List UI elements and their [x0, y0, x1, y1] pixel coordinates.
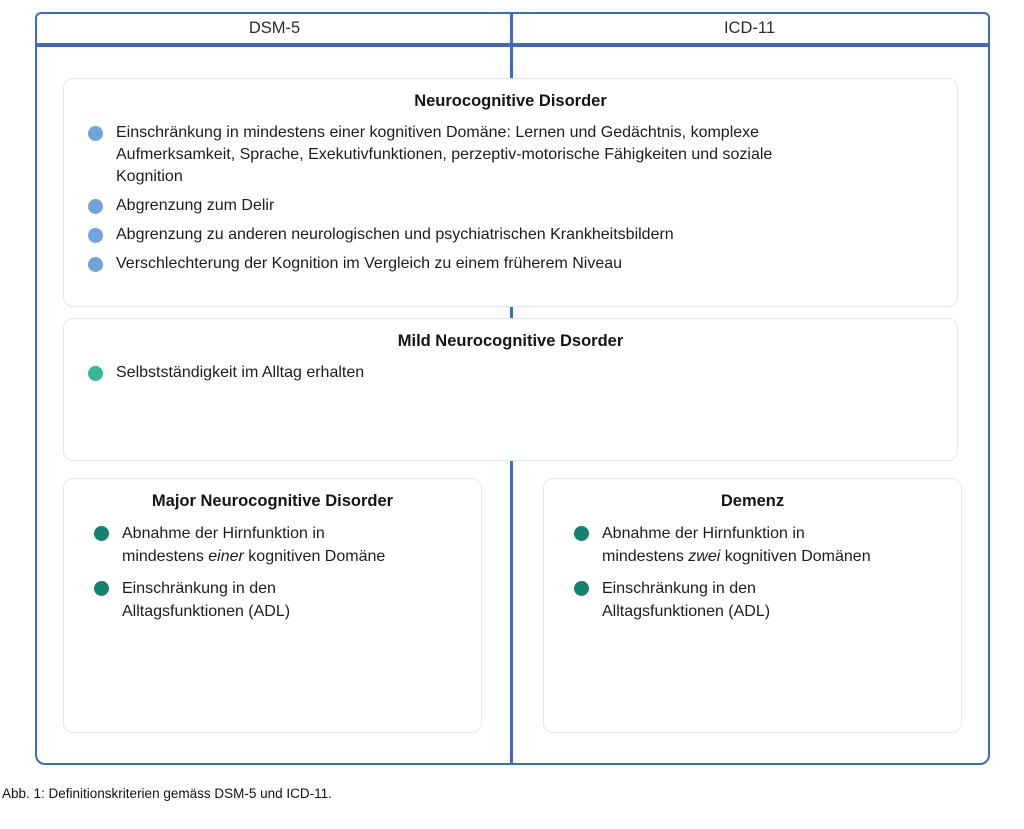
bullet-dot-icon [88, 198, 103, 214]
bullet-dot-icon [88, 365, 103, 381]
list-item: Selbstständigkeit im Alltag erhalten [88, 362, 931, 384]
criterion-text: Abgrenzung zum Delir [116, 197, 275, 214]
bullet-dot-icon [574, 525, 589, 541]
list-item: Abgrenzung zu anderen neurologischen und… [88, 224, 931, 246]
list-item: Abnahme der Hirnfunktion in mindestens e… [94, 522, 455, 568]
list-item: Einschränkung in den Alltagsfunktionen (… [574, 577, 935, 623]
header-icd11: ICD-11 [511, 12, 990, 45]
bullet-dot-icon [88, 125, 103, 141]
criteria-list: Einschränkung in mindestens einer kognit… [64, 122, 957, 275]
bullet-dot-icon [88, 256, 103, 272]
bullet-dot-icon [94, 525, 109, 541]
list-item: Einschränkung in mindestens einer kognit… [88, 122, 931, 188]
header-dsm5-label: DSM-5 [248, 19, 301, 37]
criterion-text: Verschlechterung der Kognition im Vergle… [116, 255, 623, 272]
list-item: Abnahme der Hirnfunktion in mindestens z… [574, 522, 935, 568]
criterion-text: Einschränkung in den Alltagsfunktionen (… [122, 580, 291, 620]
box-neurocognitive-disorder: Neurocognitive Disorder Einschränkung in… [63, 78, 958, 307]
header-dsm5: DSM-5 [35, 12, 512, 45]
box-major-neurocognitive-disorder: Major Neurocognitive Disorder Abnahme de… [63, 478, 482, 733]
box-title: Neurocognitive Disorder [414, 92, 607, 110]
bullet-dot-icon [88, 227, 103, 243]
criteria-list: Abnahme der Hirnfunktion in mindestens e… [64, 522, 481, 623]
figure-caption: Abb. 1: Definitionskriterien gemäss DSM-… [2, 786, 332, 801]
criterion-text: Einschränkung in den Alltagsfunktionen (… [602, 580, 771, 620]
list-item: Einschränkung in den Alltagsfunktionen (… [94, 577, 455, 623]
criterion-text: Abnahme der Hirnfunktion in mindestens z… [602, 525, 871, 565]
bullet-dot-icon [574, 580, 589, 596]
bullet-dot-icon [94, 580, 109, 596]
box-title: Demenz [720, 492, 785, 510]
box-title: Major Neurocognitive Disorder [151, 492, 394, 510]
header-icd11-label: ICD-11 [723, 19, 776, 37]
criteria-list: Abnahme der Hirnfunktion in mindestens z… [544, 522, 961, 623]
list-item: Verschlechterung der Kognition im Vergle… [88, 253, 931, 275]
list-item: Abgrenzung zum Delir [88, 195, 931, 217]
criteria-list: Selbstständigkeit im Alltag erhalten [64, 362, 957, 384]
box-mild-neurocognitive-disorder: Mild Neurocognitive Dsorder Selbstständi… [63, 318, 958, 461]
criterion-text: Abnahme der Hirnfunktion in mindestens e… [122, 525, 386, 565]
criterion-text: Einschränkung in mindestens einer kognit… [116, 124, 773, 185]
box-demenz: Demenz Abnahme der Hirnfunktion in minde… [543, 478, 962, 733]
criterion-text: Abgrenzung zu anderen neurologischen und… [116, 226, 674, 243]
criterion-text: Selbstständigkeit im Alltag erhalten [116, 364, 365, 381]
box-title: Mild Neurocognitive Dsorder [397, 332, 624, 350]
